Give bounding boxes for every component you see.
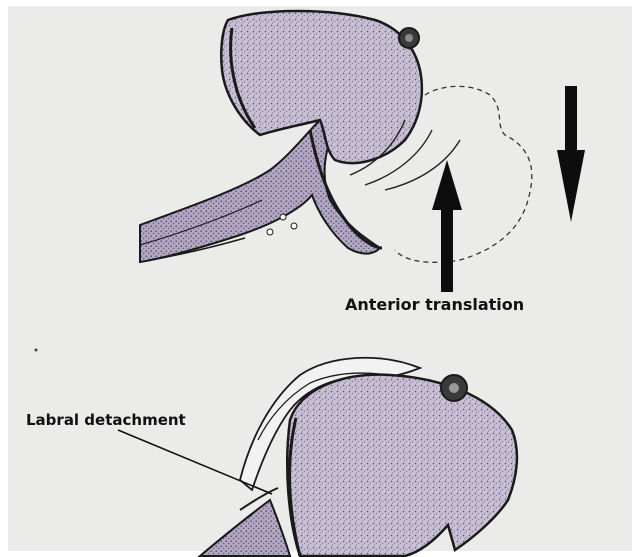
scapula-hole xyxy=(280,214,286,220)
scapula-hole xyxy=(267,229,273,235)
bottom-humeral-head xyxy=(287,375,517,556)
labral-detachment-label: Labral detachment xyxy=(26,411,186,429)
anterior-translation-label: Anterior translation xyxy=(345,295,524,314)
scapula-hole xyxy=(291,223,297,229)
speck xyxy=(35,349,38,352)
